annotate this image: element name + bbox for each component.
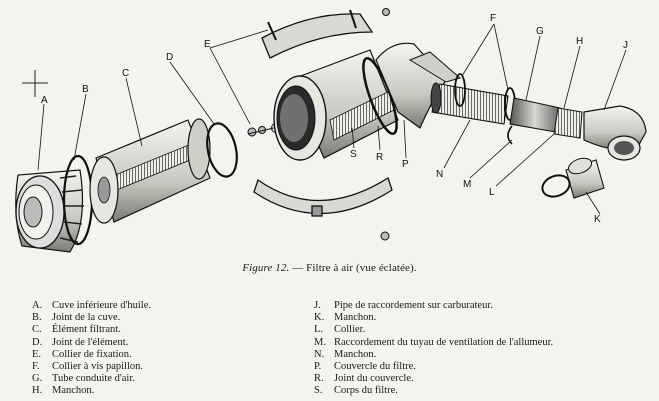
legend-text: Collier de fixation. — [52, 348, 132, 360]
legend-key: K. — [314, 312, 325, 324]
part-s-filter-body — [273, 49, 399, 161]
legend-key: H. — [32, 385, 43, 397]
legend-text: Couvercle du filtre. — [334, 361, 416, 373]
callout-label: F — [490, 13, 496, 24]
legend-item: F. Collier à vis papillon. — [32, 361, 292, 373]
legend-left-column: A. Cuve inférieure d'huile. B. Joint de la… — [32, 300, 292, 398]
callout-label: K — [594, 214, 601, 225]
legend-item: L. Collier. — [314, 324, 654, 336]
legend-text: Collier à vis papillon. — [52, 361, 143, 373]
legend-item: G. Tube conduite d'air. — [32, 373, 292, 385]
legend-text: Raccordement du tuyau de ventilation de … — [334, 336, 554, 348]
part-g-air-duct — [509, 97, 561, 133]
legend-text: Manchon. — [334, 348, 377, 360]
legend-item: M. Raccordement du tuyau de ventilation d… — [314, 337, 654, 349]
part-n-sleeve — [430, 82, 509, 125]
part-j-carburettor-pipe — [583, 105, 647, 161]
callout-label: M — [463, 179, 471, 190]
legend-key: S. — [314, 385, 323, 397]
callout-label: J — [623, 40, 628, 51]
legend-text: Joint de l'élément. — [52, 336, 129, 348]
legend-text: Tube conduite d'air. — [52, 373, 135, 385]
legend-item: E. Collier de fixation. — [32, 349, 292, 361]
legend-item: D. Joint de l'élément. — [32, 337, 292, 349]
figure-number: Figure 12. — [242, 262, 290, 274]
legend-item: N. Manchon. — [314, 349, 654, 361]
crosshair-mark — [22, 70, 48, 97]
legend-key: R. — [314, 373, 324, 385]
legend-item: J. Pipe de raccordement sur carburateur. — [314, 300, 654, 312]
legend-key: G. — [32, 373, 43, 385]
legend-text: Joint du couvercle. — [334, 373, 414, 385]
legend-key: N. — [314, 348, 325, 360]
part-a-oil-bowl — [15, 169, 84, 253]
legend-item: K. Manchon. — [314, 312, 654, 324]
legend-text: Cuve inférieure d'huile. — [52, 300, 151, 311]
legend-key: F. — [32, 361, 40, 373]
part-d-element-gasket — [206, 122, 238, 178]
figure-title: — Filtre à air (vue éclatée). — [289, 262, 417, 274]
figure-caption: Figure 12. — Filtre à air (vue éclatée). — [0, 262, 659, 274]
leader-lines — [37, 23, 627, 215]
callout-label: N — [436, 169, 443, 180]
legend-right-column: J.Pipe de raccordement sur carburateur. … — [314, 300, 654, 398]
callout-label: P — [402, 159, 409, 170]
legend-text: Joint de la cuve. — [52, 312, 121, 324]
callout-label: G — [536, 26, 544, 37]
legend-item: C. Élément filtrant. — [32, 324, 292, 336]
part-c-filter-element — [89, 118, 211, 224]
legend-text: Manchon. — [334, 312, 377, 324]
legend-key: B. — [32, 312, 42, 324]
part-l-collar — [541, 174, 571, 198]
legend-key: M. — [314, 336, 326, 348]
legend-key: E. — [32, 348, 42, 360]
callout-label: C — [122, 68, 129, 79]
legend-text: Manchon. — [52, 385, 95, 397]
legend-item: R. Joint du couvercle. — [314, 373, 654, 385]
legend-item: B. Joint de la cuve. — [32, 312, 292, 324]
legend-key: A. — [32, 300, 43, 311]
legend-text: Corps du filtre. — [334, 385, 398, 397]
legend-item: H. Manchon. — [32, 385, 292, 397]
callout-label: H — [576, 36, 583, 47]
callout-label: E — [204, 39, 211, 50]
callout-labels: A B C D E F G H J K L M N P R S — [41, 13, 628, 225]
legend-text: Élément filtrant. — [52, 324, 121, 336]
legend-key: C. — [32, 324, 42, 336]
legend-item: A. Cuve inférieure d'huile. — [32, 300, 292, 312]
legend-key: L. — [314, 324, 324, 336]
legend-text: Pipe de raccordement sur carburateur. — [334, 300, 493, 311]
legend-text: Collier. — [334, 324, 366, 336]
callout-label: R — [376, 152, 383, 163]
legend-key: P. — [314, 361, 322, 373]
legend-item: P. Couvercle du filtre. — [314, 361, 654, 373]
callout-label: A — [41, 95, 48, 106]
exploded-air-filter-diagram: A B C D E F G H J K L M N P R S — [15, 8, 647, 253]
part-e-fixing-collar — [253, 9, 393, 217]
legend-key: D. — [32, 336, 43, 348]
part-h-sleeve — [553, 107, 583, 139]
part-m-vent-connector — [507, 125, 513, 145]
callout-label: L — [489, 187, 495, 198]
legend-item: S. Corps du filtre. — [314, 385, 654, 397]
callout-label: B — [82, 84, 89, 95]
callout-label: D — [166, 52, 173, 63]
part-p-filter-cover — [375, 42, 462, 129]
part-k-sleeve — [565, 157, 605, 199]
callout-label: S — [350, 149, 357, 160]
legend-key: J. — [314, 300, 321, 311]
